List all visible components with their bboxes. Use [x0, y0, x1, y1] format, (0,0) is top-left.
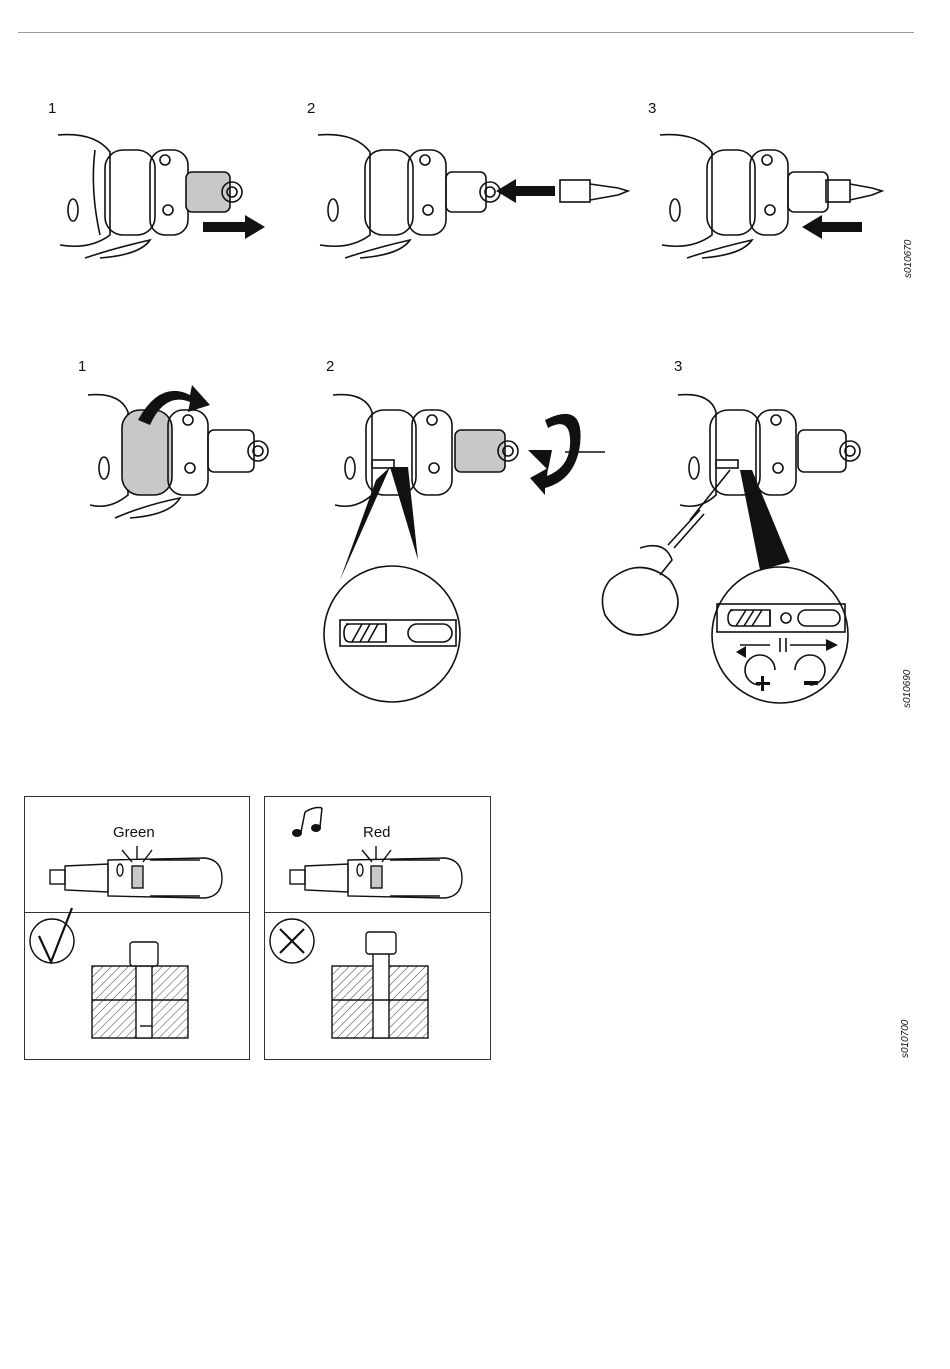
cross-icon	[280, 929, 304, 953]
ok-tool	[50, 846, 222, 898]
music-note-icon	[292, 808, 322, 838]
nok-tool	[290, 846, 462, 898]
ok-joint	[92, 942, 188, 1038]
checkmark-icon	[39, 908, 72, 962]
nok-joint	[332, 932, 428, 1038]
